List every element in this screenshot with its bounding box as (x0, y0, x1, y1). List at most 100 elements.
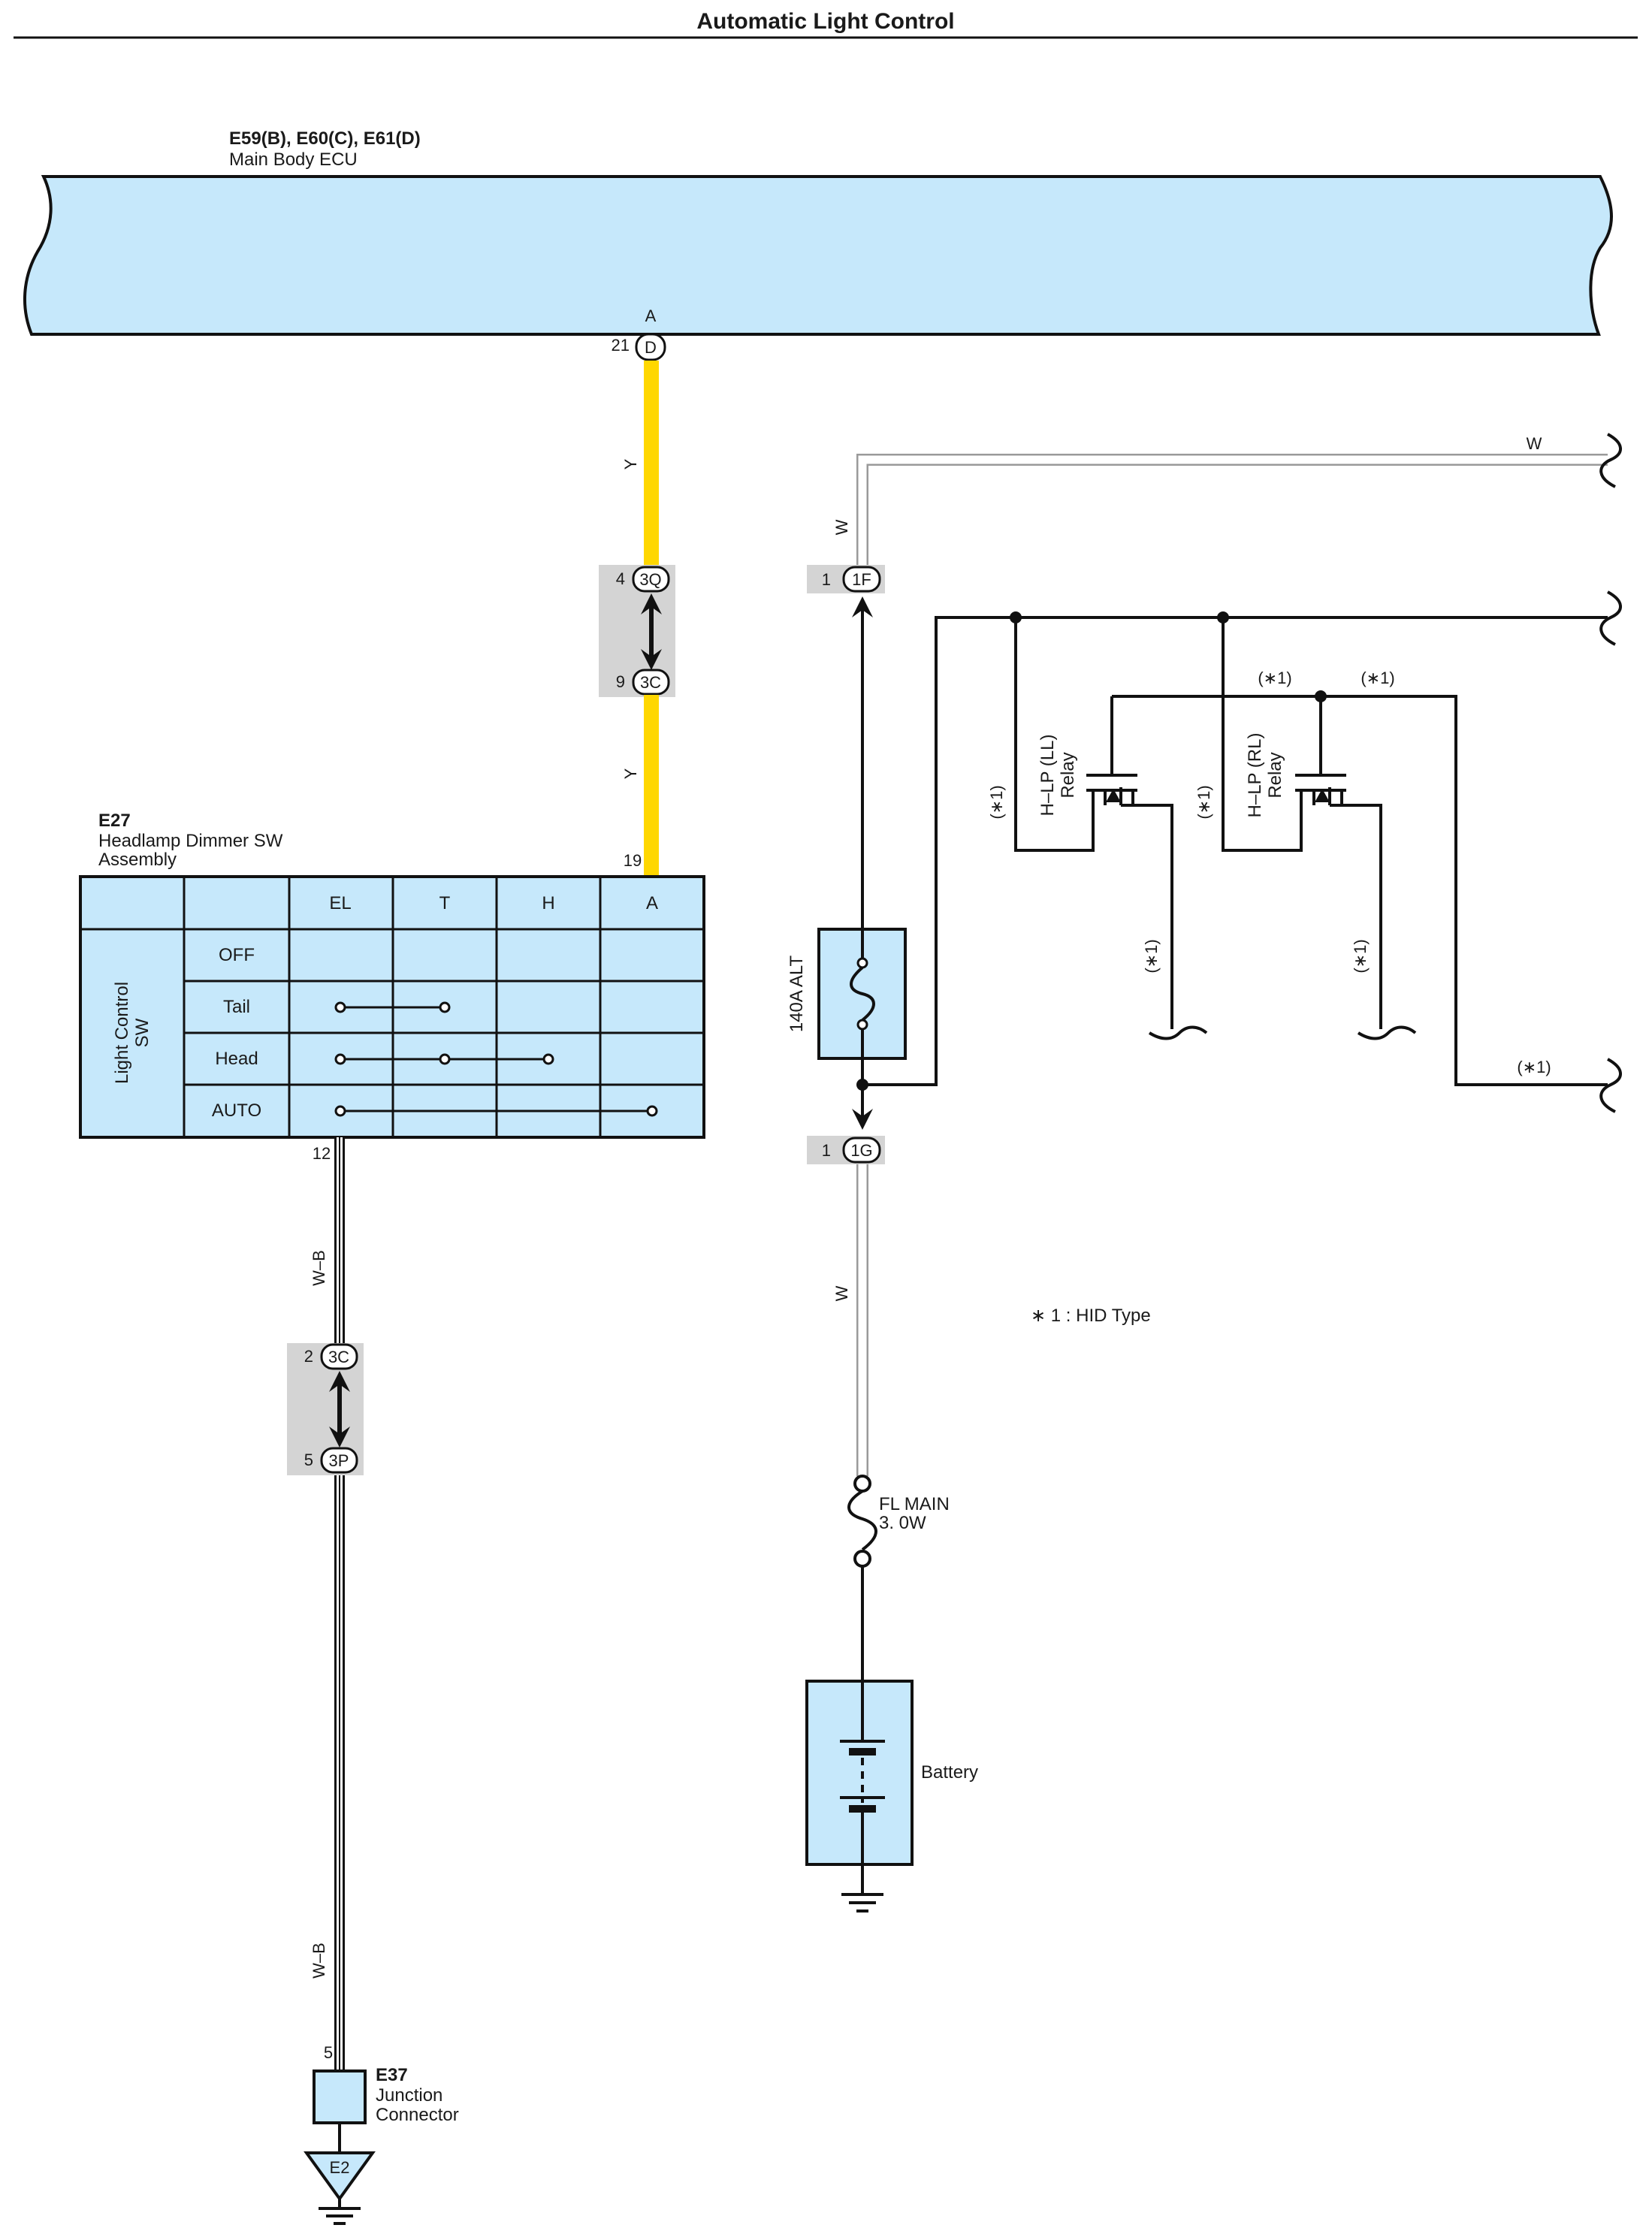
connector-3p-label: 3P (329, 1451, 349, 1470)
switch-col-t: T (439, 893, 451, 913)
junction-3p-arrow-down (329, 1426, 350, 1448)
connector-1g-arrow (852, 1109, 873, 1130)
connector-1g-badge (842, 1137, 881, 1164)
switch-row-off: OFF (219, 945, 255, 965)
switch-contact-point-head-t (439, 1053, 451, 1065)
connector-3c-label-wb: 3C (328, 1348, 349, 1366)
ecu-terminal-letter: A (645, 306, 657, 325)
w-wire-top-inner (858, 455, 1608, 567)
switch-pin-bottom: 12 (313, 1144, 331, 1163)
ecu-pin-number: 21 (612, 336, 630, 355)
w-wire-label-top-right: W (1527, 434, 1542, 453)
relay-bus-feed (862, 616, 1608, 1086)
relay-rl-symbol (1295, 774, 1382, 1029)
connector-1f-label: 1F (852, 570, 871, 589)
w-wire-label-lower: W (832, 1285, 851, 1301)
relay-ll-star-mark: (∗1) (987, 785, 1006, 819)
ecu-connector-letter: D (645, 338, 657, 357)
switch-side-label-line2: SW (132, 1018, 153, 1047)
switch-row-auto: AUTO (212, 1100, 261, 1121)
switch-contact-point-auto-a (646, 1105, 658, 1117)
switch-pin-top: 19 (624, 851, 642, 870)
connector-3p-badge (320, 1447, 358, 1474)
connector-1f-arrow (852, 596, 873, 617)
junction-3c-pin: 9 (616, 672, 625, 691)
switch-side-label-line1: Light Control (112, 982, 132, 1084)
alt-fuse-terminal-top (856, 957, 868, 969)
relay-ll-break (1148, 1025, 1208, 1040)
junction-3c-arrow-down (641, 649, 662, 670)
junction-connector-name-line1: Junction (376, 2085, 442, 2106)
junction-3c-arrow-up (329, 1371, 350, 1392)
connector-3q-badge (632, 566, 670, 593)
switch-contact-point-head-h (542, 1053, 554, 1065)
relay-rl-star-mark: (∗1) (1194, 785, 1213, 819)
fl-main-terminal-top (853, 1475, 871, 1493)
junction-connector-pin: 5 (324, 2043, 333, 2062)
junction-connector-name-line2: Connector (376, 2105, 459, 2125)
w-wire-break-top (1599, 433, 1622, 488)
junction-3q-pin: 4 (616, 569, 625, 588)
diagram-title: Automatic Light Control (696, 9, 954, 34)
w-wire-label-upper: W (832, 519, 851, 535)
coil-star-left: (∗1) (1258, 669, 1291, 687)
switch-name-line1: Headlamp Dimmer SW (98, 831, 283, 851)
ecu-connector-badge (635, 333, 666, 361)
coil-common-dot (1315, 690, 1327, 702)
junction-3q-arrow-up (641, 593, 662, 614)
relay-rl-output-star: (∗1) (1351, 939, 1370, 973)
junction-connector-code: E37 (376, 2065, 408, 2085)
hid-type-note: ∗ 1 : HID Type (1031, 1306, 1151, 1326)
yellow-wire-label-mid: Y (621, 768, 640, 779)
ecu-connector-codes: E59(B), E60(C), E61(D) (229, 128, 421, 149)
relay-ll-label-line2: Relay (1058, 752, 1078, 798)
relay-rl-coil-loop (1222, 617, 1303, 852)
e2-ground-label: E2 (330, 2158, 350, 2177)
fl-main-label-line1: FL MAIN (879, 1494, 950, 1514)
fl-main-label-line2: 3. 0W (879, 1513, 926, 1533)
battery-label: Battery (921, 1762, 978, 1783)
w-wire-top-outer (856, 454, 1608, 567)
switch-col-h: H (542, 893, 554, 913)
connector-3c-badge-wb (320, 1343, 358, 1370)
connector-1g-label: 1G (850, 1141, 872, 1160)
wb-wire-label-lower: W–B (310, 1943, 328, 1979)
fl-main-fuse-element (847, 1490, 877, 1551)
switch-col-el: EL (329, 893, 351, 913)
relay-ll-output-star: (∗1) (1142, 939, 1161, 973)
relay-ll-symbol (1086, 696, 1173, 1029)
switch-row-tail: Tail (223, 997, 250, 1017)
switch-connections (334, 1001, 658, 1117)
bus-junction-dot (856, 1079, 868, 1091)
alt-fuse-terminal-bottom (856, 1019, 868, 1031)
ecu-name: Main Body ECU (229, 149, 358, 170)
wb-wire-label-upper: W–B (310, 1250, 328, 1286)
junction-wb-bottom-pin: 5 (304, 1451, 313, 1469)
connector-3c-badge-y (632, 669, 670, 696)
connector-3q-label: 3Q (639, 570, 661, 589)
junction-wb-top-pin: 2 (304, 1347, 313, 1366)
alt-fuse-element (850, 966, 875, 1022)
battery-icon (840, 1681, 885, 1864)
coil-star-bottom: (∗1) (1517, 1058, 1551, 1076)
connector-1g-pin: 1 (822, 1141, 831, 1160)
battery-ground-icon (841, 1864, 883, 1913)
switch-row-head: Head (215, 1049, 258, 1069)
switch-contact-point-head-el (334, 1053, 346, 1065)
relay-rl-label-line1: H–LP (RL) (1245, 733, 1265, 818)
main-body-ecu-box (23, 175, 1613, 336)
switch-col-a: A (646, 893, 658, 913)
switch-name-line2: Assembly (98, 850, 177, 870)
relay-rl-break (1357, 1025, 1417, 1040)
yellow-wire-label-top: Y (621, 458, 640, 469)
bus-break-right (1599, 590, 1622, 646)
switch-code: E27 (98, 811, 131, 831)
connector-1f-pin: 1 (822, 570, 831, 589)
coil-break-right (1599, 1058, 1622, 1113)
connector-3c-label-y: 3C (640, 673, 661, 692)
fl-main-terminal-bottom (853, 1550, 871, 1568)
relay-ll-coil-loop (1014, 617, 1095, 852)
relay-rl-label-line2: Relay (1265, 752, 1285, 798)
relay-ll-label-line1: H–LP (LL) (1037, 735, 1058, 817)
